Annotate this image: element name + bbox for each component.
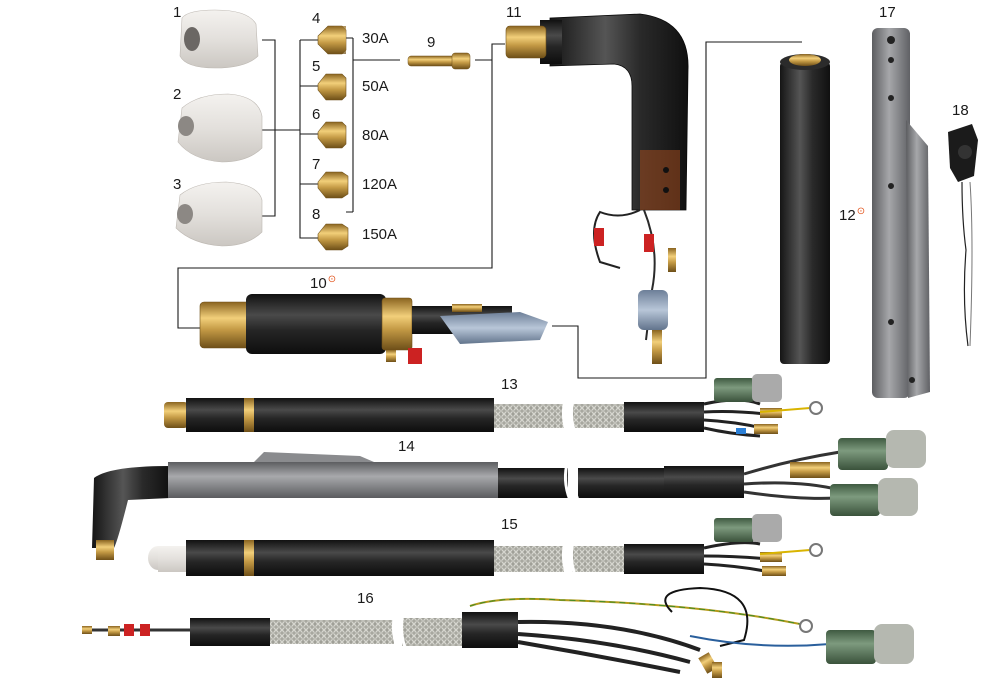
current-label-120a: 120A — [362, 176, 398, 193]
nozzle-120a[interactable] — [317, 171, 349, 199]
current-label-50a: 50A — [362, 78, 389, 95]
part-label-15: 15 — [501, 516, 518, 533]
part-label-13: 13 — [501, 376, 518, 393]
part-label-18: 18 — [952, 102, 969, 119]
handle[interactable] — [780, 54, 830, 364]
electrode[interactable] — [407, 52, 471, 70]
torch-assembly-13[interactable] — [164, 374, 823, 438]
part-label-17: 17 — [879, 4, 896, 21]
part-label-5: 5 — [312, 58, 321, 75]
shield-cap-2[interactable] — [177, 93, 263, 163]
part-label-10-text: 10 — [310, 275, 327, 292]
part-label-8: 8 — [312, 206, 321, 223]
marker-icon: ⊙ — [856, 206, 866, 217]
shield-cap-3[interactable] — [175, 181, 263, 247]
part-label-9: 9 — [427, 34, 436, 51]
part-label-12-text: 12 — [839, 207, 856, 224]
torch-assembly-15[interactable] — [148, 514, 823, 576]
current-label-30a: 30A — [362, 30, 389, 47]
trigger-switch[interactable] — [948, 124, 978, 347]
torch-head-angled[interactable] — [505, 13, 689, 364]
cable-assembly-16[interactable] — [82, 586, 914, 678]
part-label-7: 7 — [312, 156, 321, 173]
current-label-150a: 150A — [362, 226, 398, 243]
part-label-4: 4 — [312, 10, 321, 27]
part-label-12: 12⊙ — [839, 206, 865, 224]
nozzle-50a[interactable] — [317, 73, 347, 101]
current-label-80a: 80A — [362, 127, 389, 144]
handle-sleeve[interactable] — [872, 28, 930, 398]
nozzle-150a[interactable] — [317, 223, 349, 251]
part-label-1: 1 — [173, 4, 182, 21]
marker-icon: ⊙ — [327, 274, 337, 285]
part-label-2: 2 — [173, 86, 182, 103]
part-label-10: 10⊙ — [310, 274, 336, 292]
torch-assembly-14[interactable] — [92, 430, 926, 560]
part-label-11: 11 — [506, 4, 522, 21]
connector-lines — [177, 37, 802, 379]
part-label-16: 16 — [357, 590, 374, 607]
part-label-6: 6 — [312, 106, 321, 123]
shield-cap-1[interactable] — [179, 9, 259, 69]
break-marks — [391, 395, 580, 651]
part-label-14: 14 — [398, 438, 415, 455]
torch-body[interactable] — [199, 294, 548, 364]
nozzle-80a[interactable] — [317, 121, 347, 149]
part-label-3: 3 — [173, 176, 182, 193]
nozzle-30a[interactable] — [317, 25, 347, 55]
